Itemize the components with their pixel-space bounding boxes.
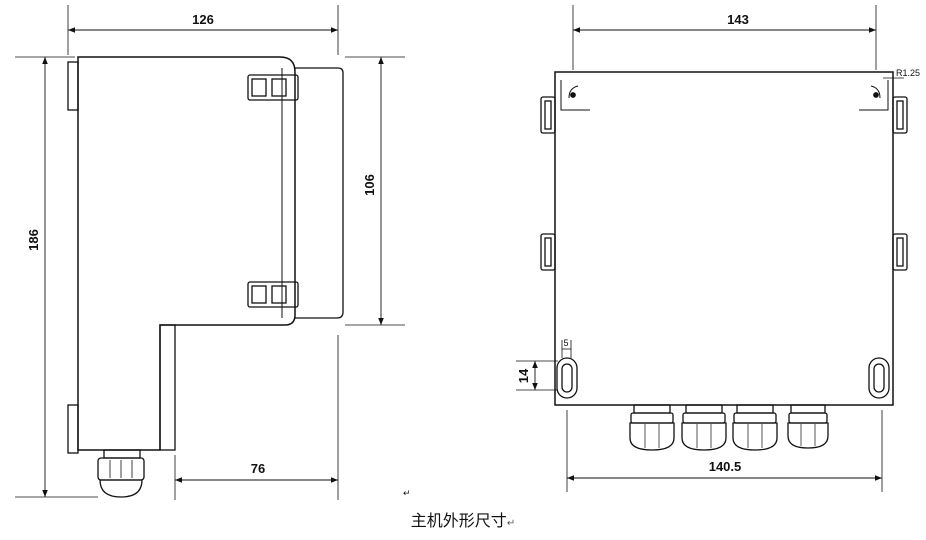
dim-label-143: 143: [727, 12, 749, 27]
caption-paragraph-mark: ↵: [506, 518, 516, 529]
dim-label-76: 76: [251, 461, 265, 476]
dim-label-140-5: 140.5: [709, 459, 742, 474]
dim-label-106: 106: [362, 174, 377, 196]
cable-gland-4: [787, 404, 829, 449]
cable-gland-3: [732, 404, 778, 451]
paragraph-mark: ↵: [403, 488, 411, 498]
front-view: [516, 5, 908, 492]
dim-label-corner-radius: R1.25: [896, 68, 920, 78]
figure-caption: 主机外形尺寸↵: [0, 507, 926, 531]
dim-label-126: 126: [192, 12, 214, 27]
dim-label-186: 186: [26, 229, 41, 251]
dim-label-slot-width: 5: [563, 338, 568, 348]
cable-gland-2: [681, 404, 727, 451]
dim-label-slot-height: 14: [516, 368, 531, 383]
cable-gland-1: [629, 404, 675, 451]
side-view: [15, 5, 405, 500]
caption-text: 主机外形尺寸: [410, 511, 507, 530]
